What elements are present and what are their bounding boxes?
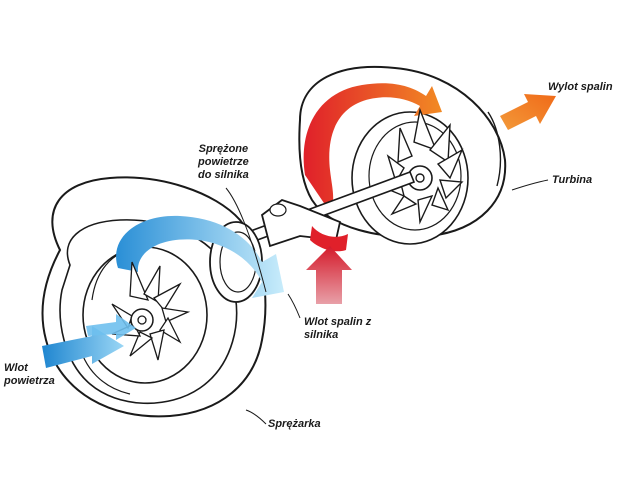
exhaust-outlet-arrow (500, 94, 556, 130)
compressor-wheel (111, 261, 191, 361)
air-inlet-label: Wlot powietrza (4, 362, 55, 387)
turbine-label: Turbina (552, 174, 593, 186)
air-inlet-arrow (42, 326, 124, 368)
exhaust-swirl-flow (303, 83, 442, 212)
air-inlet-arrow-small (86, 314, 136, 340)
center-hot-gap (310, 226, 348, 252)
exhaust-inlet-arrow (306, 246, 352, 304)
compressed-air-label: Sprężone powietrze do silnika (198, 143, 249, 181)
leader-lines (225, 179, 549, 425)
exhaust-outlet-label: Wylot spalin (548, 81, 613, 93)
compressed-air-flow (116, 215, 284, 298)
exhaust-inlet-label: Wlot spalin z silnika (304, 316, 372, 341)
turbine-wheel (377, 107, 464, 225)
compressor-label: Sprężarka (268, 418, 321, 430)
